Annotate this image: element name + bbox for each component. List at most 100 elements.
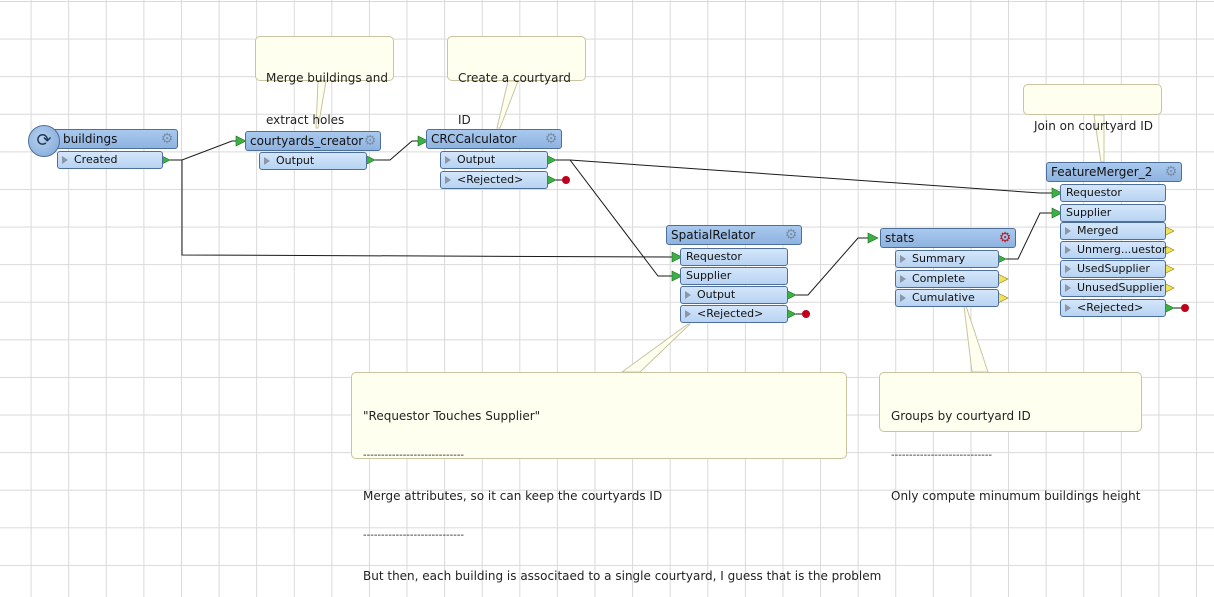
gear-icon[interactable]: ⚙ <box>1164 164 1178 180</box>
note-merge[interactable]: Merge buildings and extract holes <box>255 36 394 127</box>
in-connector-crc[interactable] <box>417 135 429 147</box>
port-label: UsedSupplier <box>1077 262 1150 275</box>
red-gear-icon[interactable]: ⚙ <box>998 230 1012 246</box>
rejected-dot-crc <box>562 176 570 184</box>
port-label: Supplier <box>1066 206 1112 219</box>
link-crc-fm-requestor[interactable] <box>556 159 1054 194</box>
in-connector-stats[interactable] <box>867 232 879 244</box>
link-spatial-stats[interactable] <box>796 237 872 296</box>
transformer-featuremerger-title: FeatureMerger_2 <box>1051 165 1153 179</box>
in-connector-fm-supplier[interactable] <box>1051 207 1063 219</box>
note-stats-line-3: Only compute minumum buildings height <box>891 489 1141 503</box>
port-fm-rejected[interactable]: <Rejected> <box>1060 299 1166 317</box>
expand-triangle-icon <box>1065 265 1071 273</box>
rejected-dot-fm <box>1181 304 1189 312</box>
note-merge-line-2: extract holes <box>266 113 345 127</box>
expand-triangle-icon <box>1065 284 1071 292</box>
port-stats-cumulative[interactable]: Cumulative <box>895 289 999 307</box>
expand-triangle-icon <box>1065 304 1071 312</box>
port-crc-output[interactable]: Output <box>440 151 548 169</box>
port-label: Requestor <box>1066 186 1122 199</box>
note-merge-line-1: Merge buildings and <box>266 71 388 85</box>
transformer-crccalculator[interactable]: CRCCalculator ⚙ <box>426 129 562 149</box>
expand-triangle-icon <box>685 310 691 318</box>
transformer-spatialrelator[interactable]: SpatialRelator ⚙ <box>666 225 802 245</box>
note-pointer-stats <box>963 305 989 373</box>
link-buildings-courtyards[interactable] <box>170 140 243 161</box>
note-crc[interactable]: Create a courtyard ID <box>447 36 586 127</box>
rejected-dot-spatial <box>802 310 810 318</box>
expand-triangle-icon <box>1065 246 1071 254</box>
expand-triangle-icon <box>445 176 451 184</box>
transformer-buildings[interactable]: buildings ⚙ <box>44 129 178 149</box>
note-pointer-crc <box>496 80 519 129</box>
expand-triangle-icon <box>900 294 906 302</box>
port-label: Summary <box>912 252 966 265</box>
transformer-spatialrelator-title: SpatialRelator <box>671 228 756 242</box>
out-connector-stats-complete[interactable] <box>997 273 1009 285</box>
workspace-canvas[interactable]: Merge buildings and extract holes Create… <box>0 0 1214 583</box>
port-spatial-rejected[interactable]: <Rejected> <box>680 305 788 323</box>
note-crc-line-1: Create a courtyard <box>458 71 571 85</box>
note-join[interactable]: Join on courtyard ID <box>1023 84 1162 133</box>
expand-triangle-icon <box>685 291 691 299</box>
note-spatial-line-1: "Requestor Touches Supplier" <box>363 409 541 423</box>
note-spatial[interactable]: "Requestor Touches Supplier" -----------… <box>351 372 881 583</box>
creator-icon: ⟳ <box>28 125 60 157</box>
port-stats-complete[interactable]: Complete <box>895 270 999 288</box>
in-connector-spatial-supplier[interactable] <box>671 270 683 282</box>
transformer-stats-title: stats <box>885 231 915 245</box>
expand-triangle-icon <box>62 156 68 164</box>
in-connector-fm-requestor[interactable] <box>1051 187 1063 199</box>
gear-icon[interactable]: ⚙ <box>363 133 377 149</box>
note-stats-line-1: Groups by courtyard ID <box>891 409 1031 423</box>
port-label: Unmerg...uestor <box>1077 243 1167 256</box>
in-connector-spatial-requestor[interactable] <box>671 251 683 263</box>
port-fm-unmerged-requestor[interactable]: Unmerg...uestor <box>1060 241 1166 259</box>
port-buildings-created[interactable]: Created <box>57 151 163 169</box>
note-spatial-line-3: Merge attributes, so it can keep the cou… <box>363 489 663 503</box>
out-connector-stats-cumulative[interactable] <box>997 292 1009 304</box>
port-label: <Rejected> <box>697 307 764 320</box>
port-label: Merged <box>1077 224 1119 237</box>
port-label: Supplier <box>686 269 732 282</box>
note-join-line-1: Join on courtyard ID <box>1034 119 1153 133</box>
port-label: UnusedSupplier <box>1077 281 1164 294</box>
expand-triangle-icon <box>1065 227 1071 235</box>
port-spatial-supplier[interactable]: Supplier <box>680 267 788 285</box>
port-label: Requestor <box>686 250 742 263</box>
note-spatial-line-4: ---------------------------- <box>363 530 465 541</box>
port-label: Output <box>276 154 315 167</box>
transformer-stats[interactable]: stats ⚙ <box>880 228 1016 248</box>
port-fm-unusedsupplier[interactable]: UnusedSupplier <box>1060 279 1166 297</box>
gear-icon[interactable]: ⚙ <box>544 131 558 147</box>
connections-layer <box>159 80 1189 373</box>
note-crc-line-2: ID <box>458 113 471 127</box>
link-stats-fm-supplier[interactable] <box>1006 212 1054 260</box>
port-spatial-output[interactable]: Output <box>680 286 788 304</box>
port-fm-merged[interactable]: Merged <box>1060 222 1166 240</box>
port-fm-requestor[interactable]: Requestor <box>1060 184 1166 202</box>
port-stats-summary[interactable]: Summary <box>895 250 999 268</box>
port-label: Created <box>74 153 118 166</box>
gear-icon[interactable]: ⚙ <box>160 131 174 147</box>
port-label: <Rejected> <box>457 173 524 186</box>
port-courtyards-output[interactable]: Output <box>259 152 367 170</box>
transformer-courtyards-creator[interactable]: courtyards_creator ⚙ <box>245 131 381 151</box>
note-pointer-merge <box>315 80 327 129</box>
transformer-featuremerger[interactable]: FeatureMerger_2 ⚙ <box>1046 162 1182 182</box>
port-crc-rejected[interactable]: <Rejected> <box>440 171 548 189</box>
expand-triangle-icon <box>445 156 451 164</box>
port-fm-usedsupplier[interactable]: UsedSupplier <box>1060 260 1166 278</box>
port-spatial-requestor[interactable]: Requestor <box>680 248 788 266</box>
link-crc-spatial-supplier[interactable] <box>556 159 672 277</box>
note-pointer-spatial <box>620 323 692 373</box>
link-buildings-spatial-requestor[interactable] <box>170 159 673 258</box>
gear-icon[interactable]: ⚙ <box>784 227 798 243</box>
transformer-courtyards-creator-title: courtyards_creator <box>250 134 364 148</box>
port-fm-supplier[interactable]: Supplier <box>1060 204 1166 222</box>
note-spatial-line-5: But then, each building is associtaed to… <box>363 569 882 583</box>
in-connector-courtyards[interactable] <box>235 135 247 147</box>
note-stats[interactable]: Groups by courtyard ID -----------------… <box>879 372 1142 503</box>
transformer-buildings-title: buildings <box>63 132 118 146</box>
